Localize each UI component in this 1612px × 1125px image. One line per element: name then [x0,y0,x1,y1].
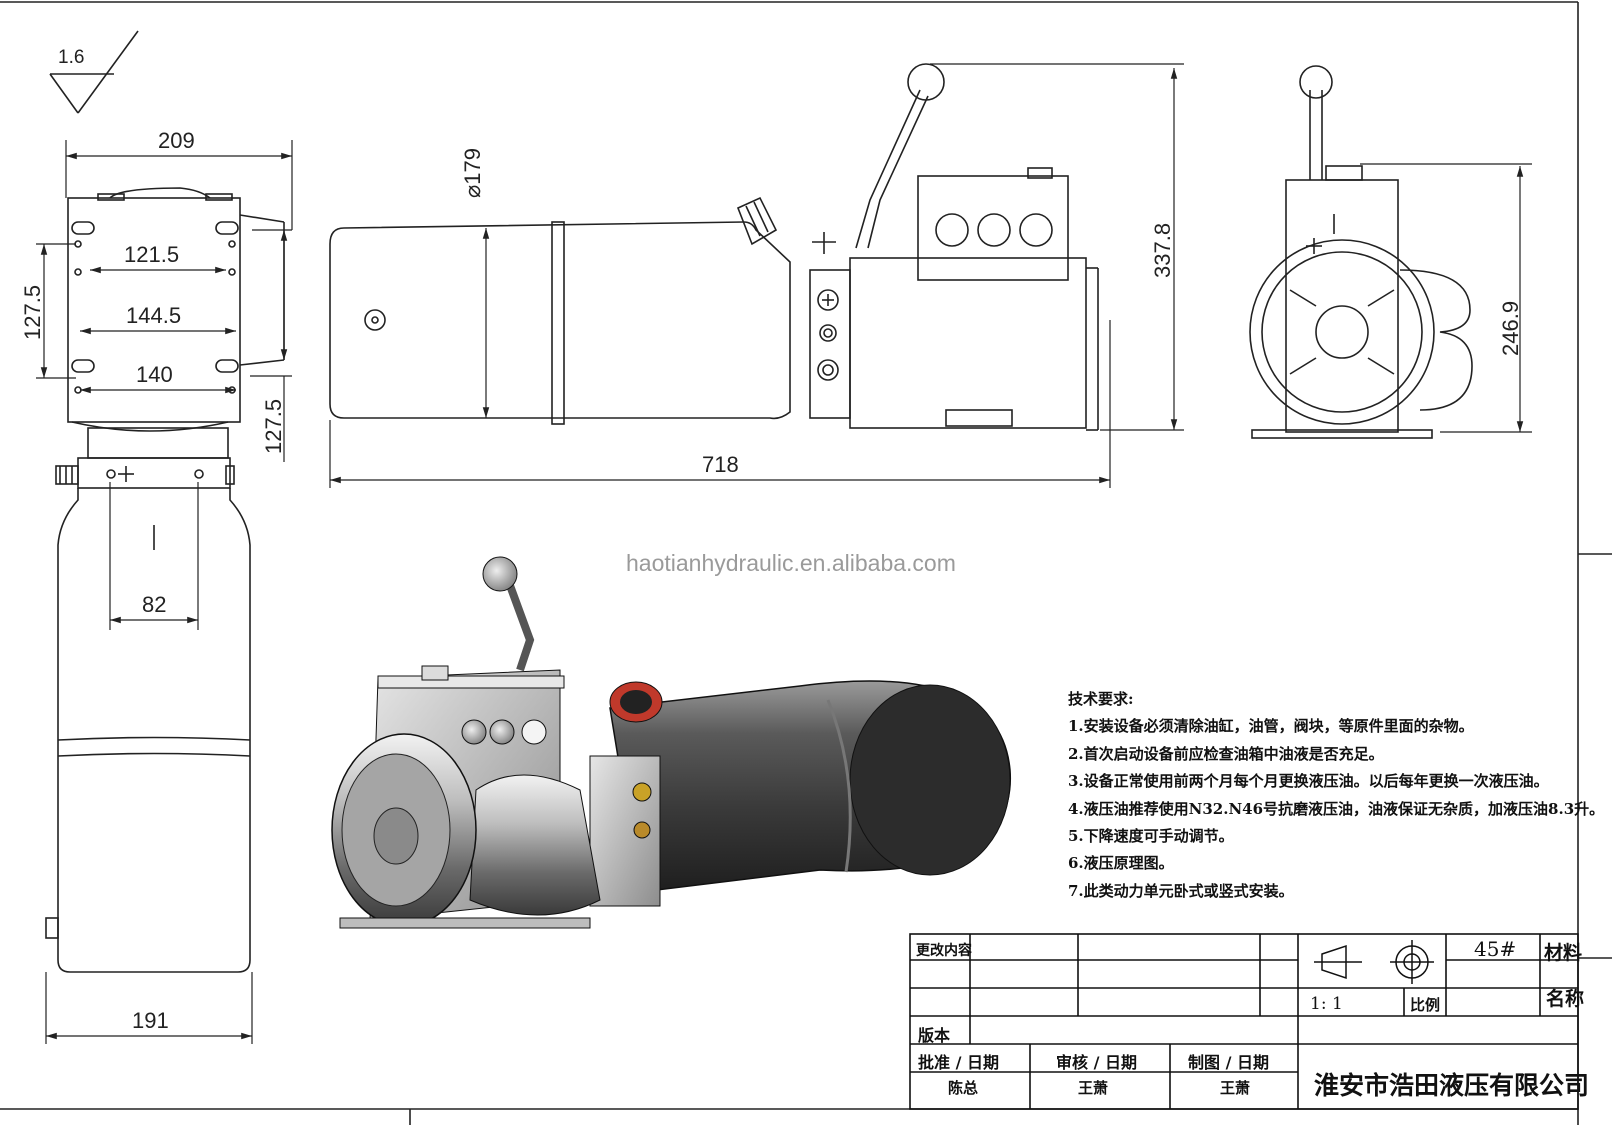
dim-total-length: 718 [702,452,739,477]
roughness-value: 1.6 [58,47,84,68]
end-dim-lines [1360,163,1532,433]
review-date-label: 审核 / 日期 [1056,1053,1137,1072]
dim-hole-span-2: 144.5 [126,303,181,328]
dim-front-width: 209 [158,128,195,153]
tech-item: 7.此类动力单元卧式或竖式安装。 [1068,881,1294,900]
material-label: 材料 [1544,942,1583,964]
tech-item: 4.液压油推荐使用N32.N46号抗磨液压油，油液保证无杂质，加液压油8.3升。 [1068,799,1605,818]
dim-total-height: 337.8 [1150,223,1175,278]
dim-hole-height-right: 127.5 [261,399,286,454]
side-view [329,63,1099,431]
tech-item: 3.设备正常使用前两个月每个月更换液压油。以后每年更换一次液压油。 [1068,772,1549,791]
roughness-symbol [49,30,139,114]
reviewer-name: 王萧 [1078,1079,1109,1097]
version-label: 版本 [918,1026,951,1045]
dim-hole-height-left: 127.5 [20,285,45,340]
tech-item: 2.首次启动设备前应检查油箱中油液是否充足。 [1068,744,1384,763]
dim-tank-width: 191 [132,1008,169,1033]
scale-label: 比例 [1410,996,1441,1014]
approver-name: 陈总 [948,1079,979,1097]
company-name: 淮安市浩田液压有限公司 [1314,1071,1590,1100]
tech-title: 技术要求: [1068,690,1134,708]
material-value: 45# [1474,937,1517,961]
change-content-label: 更改内容 [916,943,972,959]
dim-tank-diameter: ⌀179 [460,148,485,198]
approve-date-label: 批准 / 日期 [918,1053,999,1072]
front-dim-lines [36,140,293,1044]
power-unit-render [331,556,1011,929]
dim-side-height: 246.9 [1498,301,1523,356]
tech-requirements: 技术要求: 1.安装设备必须清除油缸，油管，阀块，等原件里面的杂物。 2.首次启… [1068,686,1608,905]
title-block-grid [909,933,1579,1110]
tech-item: 1.安装设备必须清除油缸，油管，阀块，等原件里面的杂物。 [1068,717,1474,736]
projection-symbol [1314,940,1434,984]
dim-outlet-span: 82 [142,592,166,617]
dim-hole-span-1: 121.5 [124,242,179,267]
tech-item: 6.液压原理图。 [1068,854,1174,873]
tech-item: 5.下降速度可手动调节。 [1068,827,1234,846]
name-label: 名称 [1546,988,1585,1010]
dim-hole-span-3: 140 [136,362,173,387]
scale-value: 1: 1 [1310,994,1343,1014]
end-view [1249,65,1473,439]
side-dim-lines [329,63,1184,488]
drafter-name: 王萧 [1220,1079,1251,1097]
watermark: haotianhydraulic.en.alibaba.com [626,550,956,576]
draw-date-label: 制图 / 日期 [1188,1053,1269,1072]
